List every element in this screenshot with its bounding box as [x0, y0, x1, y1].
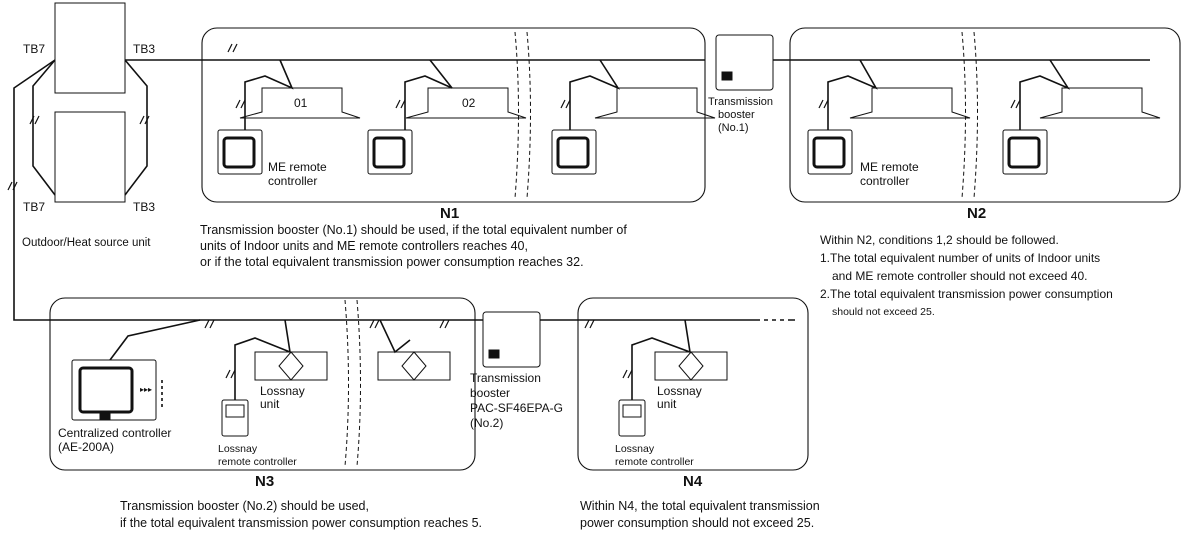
n1-remote-label-1: ME remote — [268, 160, 327, 174]
booster2-label-1: Transmission — [470, 371, 541, 385]
n1-indoor-unit-01 — [239, 87, 361, 119]
n2-note-intro: Within N2, conditions 1,2 should be foll… — [820, 233, 1059, 247]
n1-me-remote-3 — [551, 129, 597, 175]
n4-lossnay-unit-label-2: unit — [657, 397, 677, 411]
booster1-label-3: (No.1) — [718, 122, 749, 134]
n1-unit-01-label: 01 — [294, 96, 308, 110]
booster1-label-1: Transmission — [708, 96, 773, 108]
n4-box — [577, 297, 809, 471]
n3-branch-central — [109, 319, 201, 361]
n4-note-line-1: Within N4, the total equivalent transmis… — [580, 499, 820, 513]
n2-indoor-unit-1 — [849, 87, 971, 119]
line-tb7-to-n3 — [13, 59, 200, 321]
n3-break-mark — [344, 299, 361, 467]
central-controller-icon: ▸▸▸ — [71, 359, 157, 421]
n3-lossnay-remote-label-1: Lossnay — [218, 443, 258, 455]
n3-lossnay-remote-label-2: remote controller — [218, 456, 297, 468]
n4-branch — [631, 319, 692, 400]
n4-lossnay-unit — [654, 351, 728, 381]
outdoor-tb3-bottom-label: TB3 — [133, 200, 156, 214]
n2-me-remote-1 — [807, 129, 853, 175]
booster1-icon — [715, 34, 774, 91]
n2-cond2-a: 2.The total equivalent transmission powe… — [820, 287, 1113, 301]
n4-note-line-2: power consumption should not exceed 25. — [580, 516, 815, 530]
n2-branch-2 — [1019, 59, 1071, 100]
n3-lossnay-unit-label-1: Lossnay — [260, 384, 305, 398]
n1-note-line-1: Transmission booster (No.1) should be us… — [200, 223, 627, 237]
booster2-icon — [482, 311, 541, 368]
n3-note-line-2: if the total equivalent transmission pow… — [120, 516, 482, 530]
n3-box — [49, 297, 476, 471]
n3-lossnay-remote — [221, 399, 249, 437]
outdoor-tb7-bottom-label: TB7 — [23, 200, 46, 214]
wire-slash-marks — [7, 43, 1021, 379]
outdoor-tb3-top-label: TB3 — [133, 42, 156, 56]
n2-cond1-b: and ME remote controller should not exce… — [832, 269, 1088, 283]
booster2-label-3: PAC-SF46EPA-G — [470, 401, 563, 415]
n2-cond2-b: should not exceed 25. — [832, 306, 935, 318]
n2-label: N2 — [967, 205, 987, 222]
n4-lossnay-unit-label-1: Lossnay — [657, 384, 702, 398]
central-controller-label-2: (AE-200A) — [58, 440, 115, 454]
n1-branch-03 — [569, 59, 621, 100]
n1-unit-02-label: 02 — [462, 96, 476, 110]
outdoor-unit-top — [54, 2, 126, 94]
n3-label: N3 — [255, 473, 275, 490]
n3-lossnay-unit-label-2: unit — [260, 397, 280, 411]
outdoor-tb7-top-label: TB7 — [23, 42, 46, 56]
central-controller-label-1: Centralized controller — [58, 426, 172, 440]
n3-branch-lossnay-2 — [379, 319, 411, 354]
n2-me-remote-2 — [1002, 129, 1048, 175]
n2-cond1-a: 1.The total equivalent number of units o… — [820, 251, 1101, 265]
n1-note-line-3: or if the total equivalent transmission … — [200, 255, 584, 269]
n3-lossnay-unit-2 — [377, 351, 451, 381]
n2-break-mark — [961, 31, 978, 199]
booster1-label-2: booster — [718, 109, 755, 121]
n2-box — [789, 27, 1181, 203]
n1-note-line-2: units of Indoor units and ME remote cont… — [200, 239, 528, 253]
svg-text:▸▸▸: ▸▸▸ — [140, 385, 152, 394]
n4-lossnay-remote-label-1: Lossnay — [615, 443, 655, 455]
n1-remote-label-2: controller — [268, 174, 318, 188]
n3-note-line-1: Transmission booster (No.2) should be us… — [120, 499, 369, 513]
outdoor-caption: Outdoor/Heat source unit — [22, 237, 151, 249]
outdoor-loop-left — [32, 59, 56, 196]
n2-indoor-unit-2 — [1039, 87, 1161, 119]
n1-indoor-unit-02 — [405, 87, 527, 119]
booster2-label-4: (No.2) — [470, 416, 504, 430]
booster2-label-2: booster — [470, 386, 511, 400]
n3-lossnay-unit-1 — [254, 351, 328, 381]
n4-label: N4 — [683, 473, 703, 490]
n1-break-mark — [514, 31, 531, 199]
n4-lossnay-remote — [618, 399, 646, 437]
n2-branch-1 — [827, 59, 878, 100]
outdoor-loop-right — [124, 59, 148, 196]
n1-label: N1 — [440, 205, 460, 222]
n1-me-remote-1 — [217, 129, 263, 175]
n1-branch-01 — [244, 59, 294, 100]
n2-remote-label-1: ME remote — [860, 160, 919, 174]
outdoor-unit-bottom — [54, 111, 126, 203]
n1-branch-02 — [404, 59, 453, 100]
n2-remote-label-2: controller — [860, 174, 910, 188]
n1-indoor-unit-3 — [594, 87, 716, 119]
n1-me-remote-2 — [367, 129, 413, 175]
n4-lossnay-remote-label-2: remote controller — [615, 456, 694, 468]
n3-branch-lossnay — [234, 319, 292, 400]
